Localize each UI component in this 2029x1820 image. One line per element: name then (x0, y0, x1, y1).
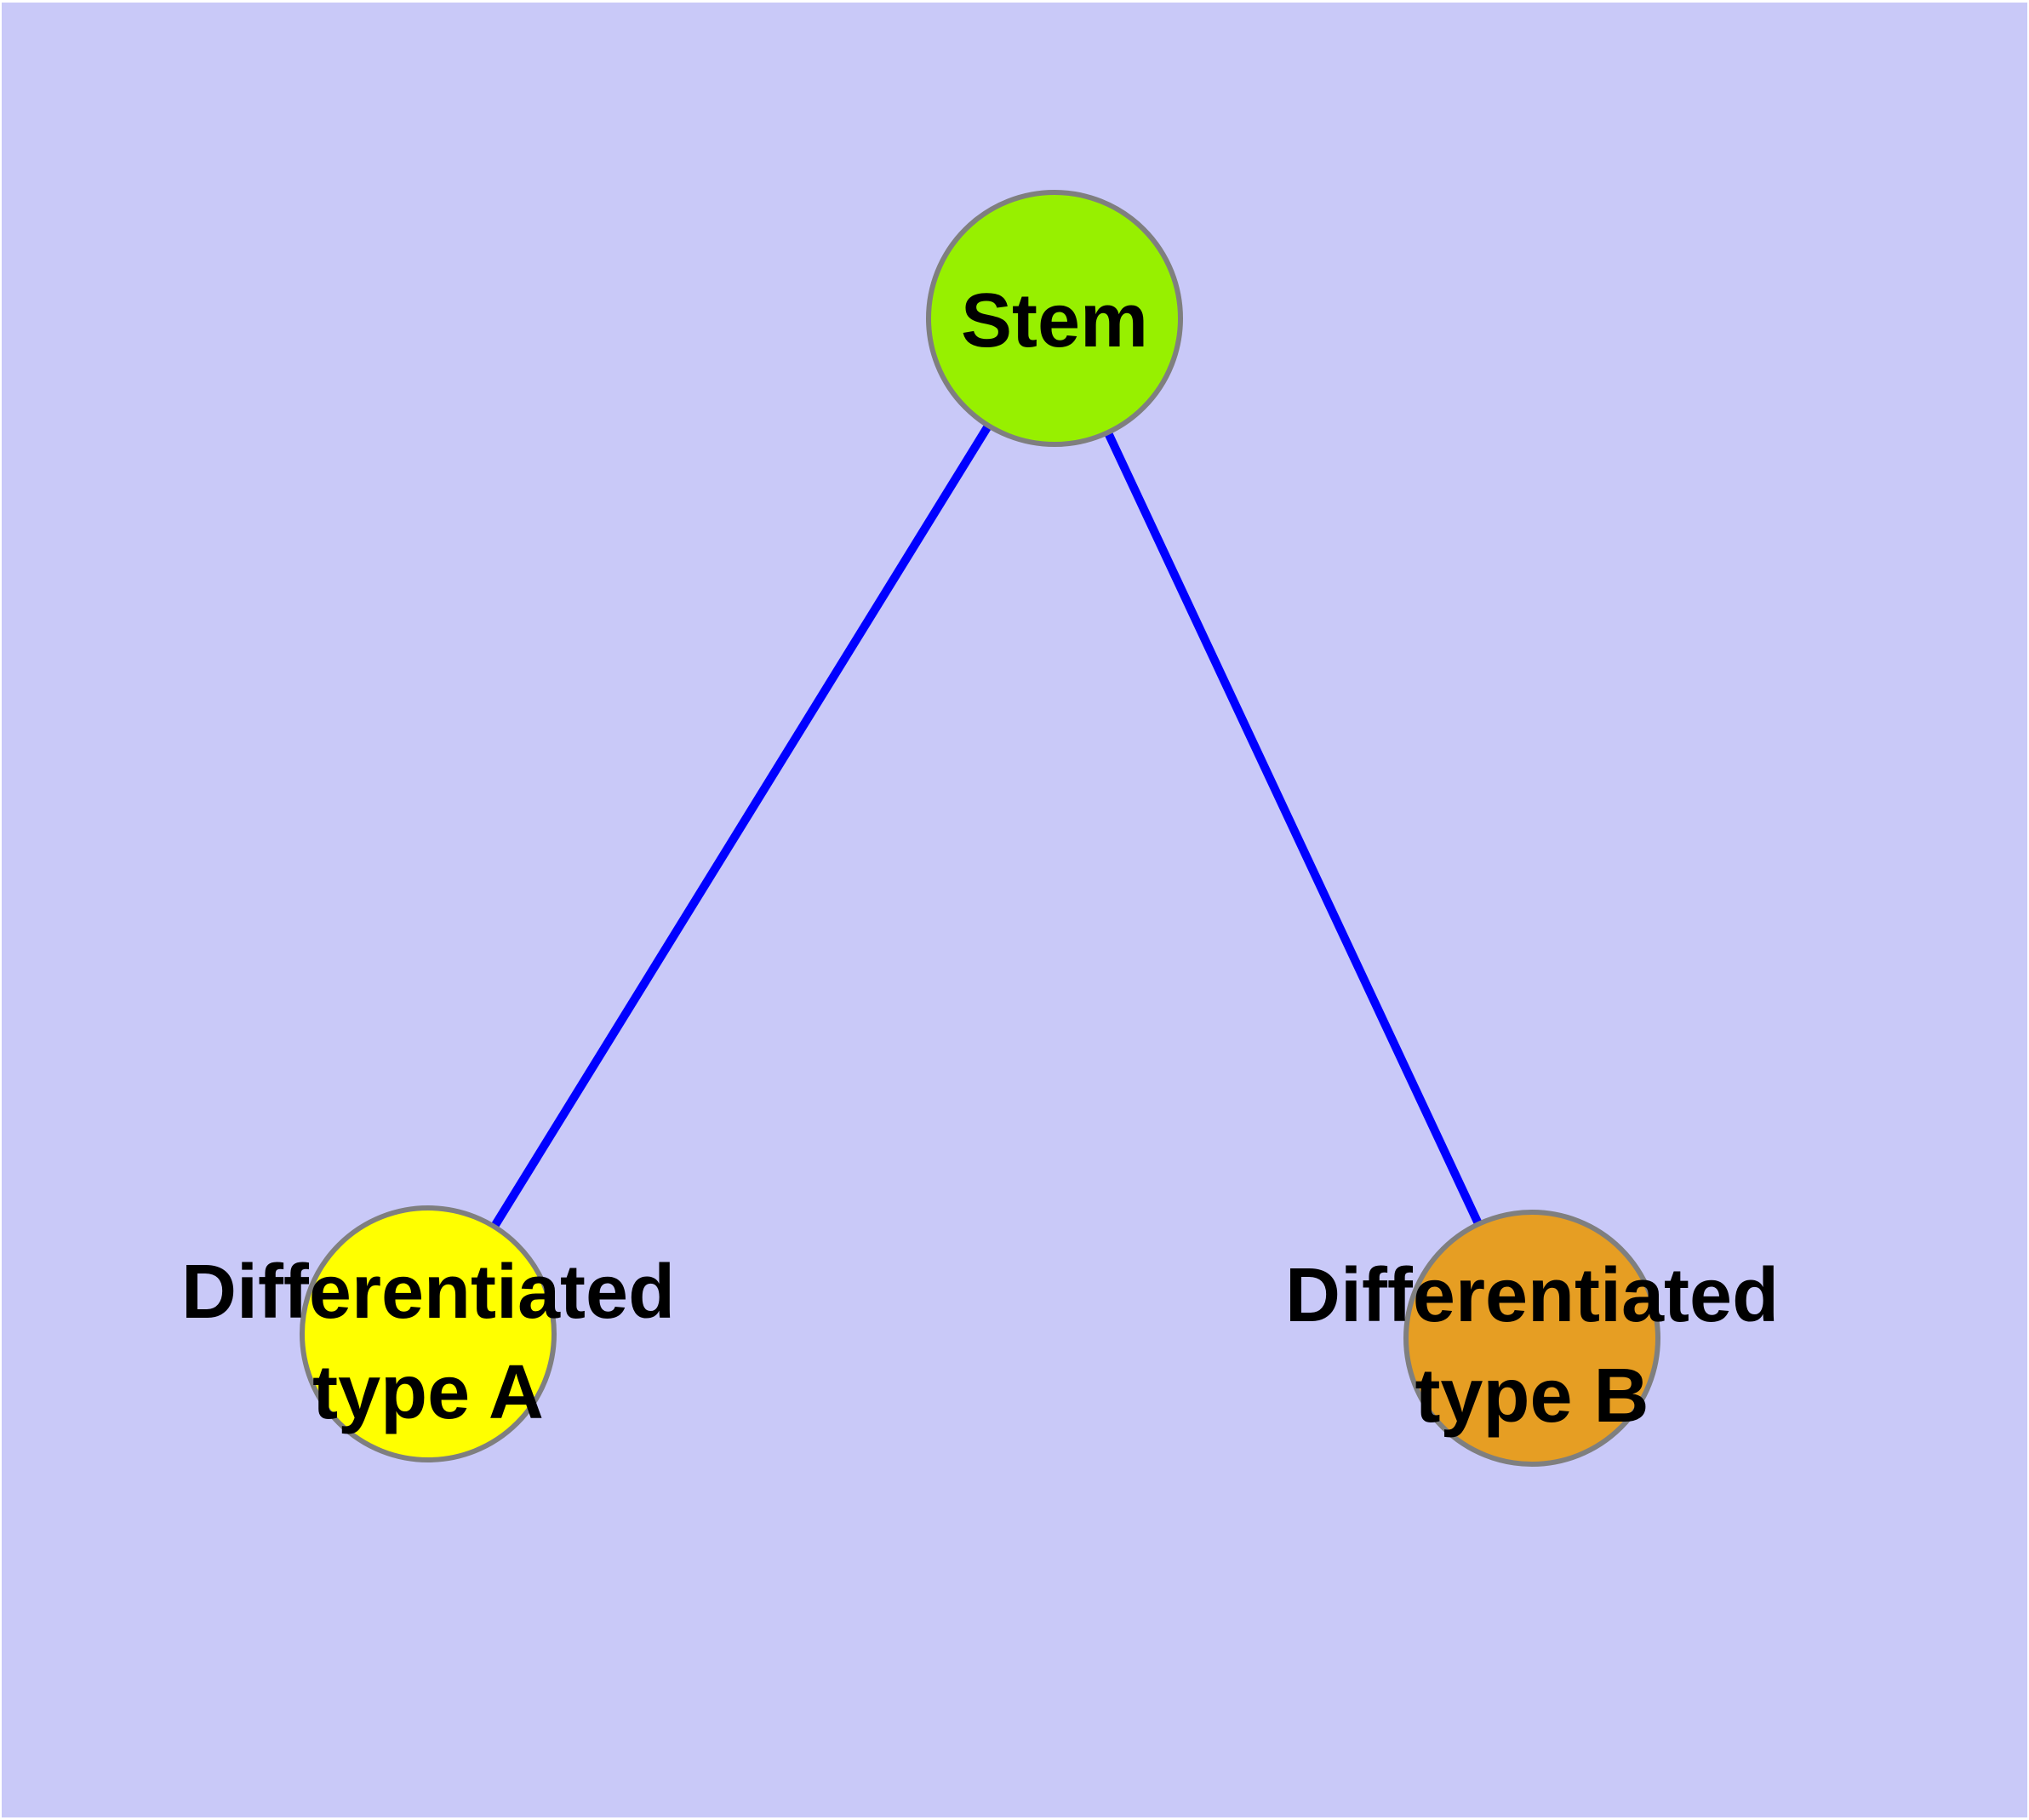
diagram-canvas: Stem Differentiated type A Differentiate… (2, 3, 2027, 1817)
node-differentiated-type-b-label: Differentiated type B (1285, 1245, 1779, 1446)
node-stem-label: Stem (961, 271, 1148, 371)
node-differentiated-type-b (1403, 1210, 1660, 1467)
type-b-label-line2: type B (1415, 1354, 1649, 1439)
type-a-label-line1: Differentiated (180, 1250, 676, 1335)
type-a-label-line2: type A (312, 1350, 544, 1435)
node-differentiated-type-a-label: Differentiated type A (181, 1242, 675, 1443)
node-stem-label-text: Stem (960, 278, 1149, 363)
type-b-label-line1: Differentiated (1284, 1253, 1780, 1338)
edge-stem-to-type-b (1050, 316, 1536, 1341)
edges-layer (424, 316, 1536, 1341)
edge-stem-to-type-a (424, 316, 1059, 1336)
node-differentiated-type-a (300, 1205, 557, 1462)
node-stem (926, 190, 1183, 447)
